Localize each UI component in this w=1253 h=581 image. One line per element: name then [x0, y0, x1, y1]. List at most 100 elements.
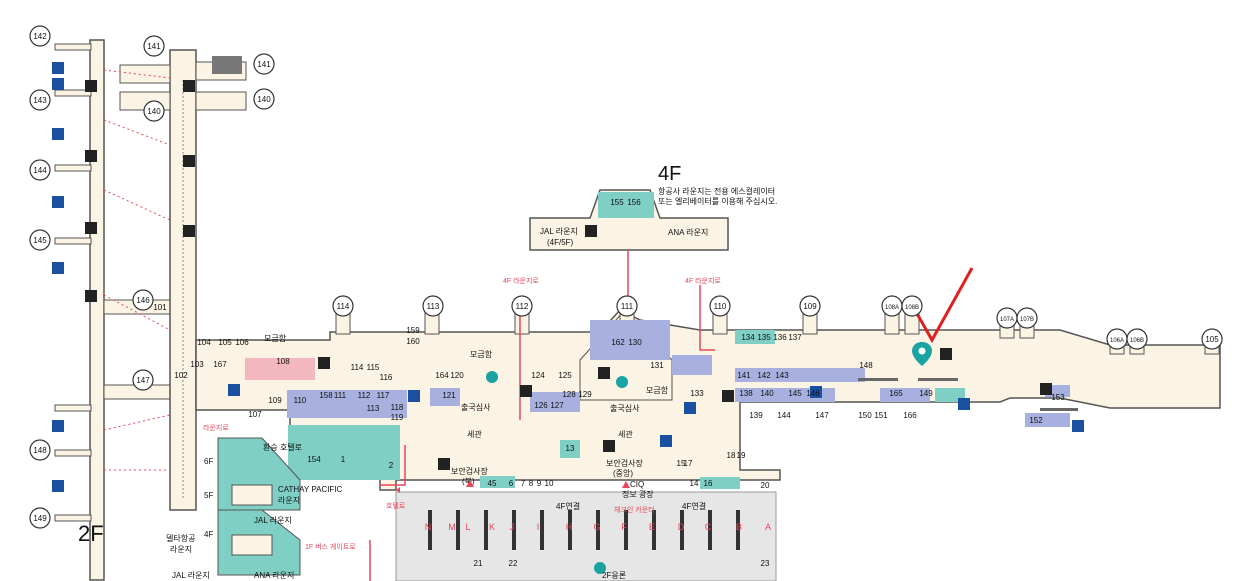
- mailbox-right: 모금함: [646, 386, 669, 395]
- ciq-plaza-1: CIQ: [630, 480, 644, 489]
- shop-number: 158: [319, 391, 333, 400]
- counter-c: C: [705, 522, 712, 532]
- restroom-icon: [228, 384, 240, 396]
- shop-number: 159: [406, 326, 420, 335]
- restroom-icon: [52, 262, 64, 274]
- route-lines: [369, 250, 715, 581]
- departure-check-center: 출국심사: [610, 403, 640, 413]
- shop-number: 160: [406, 337, 420, 346]
- shop-number: 141: [737, 371, 751, 380]
- pier-connectors: [103, 69, 171, 471]
- elevator-icon: [85, 222, 97, 234]
- departure-check-north: 출국심사: [461, 402, 491, 412]
- gate-108b: 108B: [905, 305, 919, 311]
- shop-number: 2: [389, 461, 394, 470]
- counter-h: H: [566, 522, 573, 532]
- shop-number: 120: [450, 371, 464, 380]
- security-north-1: 보안검사장: [451, 466, 488, 476]
- shop-number: 129: [578, 390, 592, 399]
- gate-107a: 107A: [1000, 317, 1014, 323]
- jal-lounge-4f-2: (4F/5F): [547, 238, 574, 247]
- ciq-plaza-2: 정보 광장: [622, 489, 654, 499]
- north-pier: [119, 49, 247, 511]
- floor-4f-side: 4F: [204, 530, 213, 539]
- route-4f-lounge-right: 4F 라운지로: [685, 276, 721, 285]
- elevator-icon: [85, 80, 97, 92]
- elevator-icon: [183, 80, 195, 92]
- elevator-icon: [183, 155, 195, 167]
- shop-number: 131: [650, 361, 664, 370]
- gate-141-right: 141: [257, 60, 271, 69]
- shop-number: 150: [858, 411, 872, 420]
- ana-lounge-bottom: ANA 라운지: [254, 571, 294, 580]
- shop-number: 138: [739, 389, 753, 398]
- counter-n: N: [425, 522, 432, 532]
- shop-number: 10: [545, 479, 554, 488]
- restroom-icon: [52, 420, 64, 432]
- gate-110: 110: [714, 302, 727, 311]
- gate-149: 149: [33, 514, 47, 523]
- gate-142: 142: [33, 32, 47, 41]
- checkin-counters: [428, 510, 740, 550]
- gate-140-right: 140: [257, 95, 271, 104]
- shop-number: 45: [488, 479, 497, 488]
- shop-number: 137: [788, 333, 802, 342]
- info-icon: [486, 371, 498, 383]
- shop-number: 165: [889, 389, 903, 398]
- elevator-icon: [85, 150, 97, 162]
- shop-number: 136: [773, 333, 787, 342]
- mailbox-left: 모금함: [264, 334, 287, 343]
- shop-number: 149: [919, 389, 933, 398]
- gate-labels: 142 143 144 145 146 147 148 149 141 140 …: [33, 32, 1219, 523]
- restroom-icon: [660, 435, 672, 447]
- shop-number: 113: [367, 404, 380, 413]
- shop-number: 152: [1029, 416, 1043, 425]
- elevator-icon: [520, 385, 532, 397]
- gate-114: 114: [337, 302, 350, 311]
- gate-112: 112: [516, 302, 529, 311]
- connect-4f-b: 4F연결: [682, 501, 706, 511]
- floor-4f-title: 4F: [658, 163, 681, 185]
- elevator-icon: [318, 357, 330, 369]
- floor-4f-note-1: 항공사 라운지는 전용 에스컬레이터: [658, 186, 775, 196]
- counter-g: G: [593, 522, 600, 532]
- customs-north: 세관: [467, 429, 482, 439]
- restroom-icon: [684, 402, 696, 414]
- elevator-icon: [85, 290, 97, 302]
- shop-number: 17: [684, 459, 693, 468]
- counter-a: A: [765, 522, 771, 532]
- shop-number: 162: [611, 338, 625, 347]
- floor-2f-title: 2F: [78, 521, 104, 546]
- shop-number: 23: [761, 559, 770, 568]
- counter-f: F: [621, 522, 627, 532]
- info-icons: [486, 371, 628, 574]
- cathay-lounge-2: 라운지: [278, 496, 300, 505]
- counter-b: B: [736, 522, 742, 532]
- shop-number: 154: [307, 455, 321, 464]
- elevator-icon: [438, 458, 450, 470]
- area-labels: 4F 항공사 라운지는 전용 에스컬레이터 또는 엘리베이터를 이용해 주십시오…: [78, 163, 777, 580]
- shop-number: 116: [380, 373, 393, 382]
- shop-number: 7: [521, 479, 526, 488]
- security-center-1: 보안검사장: [606, 458, 643, 468]
- shop-number: 127: [550, 401, 564, 410]
- elevator-icon: [1040, 383, 1052, 395]
- restroom-icon: [52, 128, 64, 140]
- gate-147: 147: [136, 376, 150, 385]
- floor-4f-note-2: 또는 엘리베이터를 이용해 주십시오.: [658, 196, 777, 206]
- shop-number: 142: [757, 371, 771, 380]
- elevator-icon: [722, 390, 734, 402]
- security-center-2: (중앙): [613, 468, 633, 478]
- gate-106b: 106B: [1130, 338, 1144, 344]
- gate-144: 144: [33, 166, 47, 175]
- shop-number: 115: [367, 363, 380, 372]
- counter-l: L: [465, 522, 470, 532]
- checkin-2f: 2F응론: [602, 571, 626, 580]
- gate-113: 113: [427, 302, 440, 311]
- cathay-lounge-1: CATHAY PACIFIC: [278, 485, 343, 494]
- shop-number: 164: [435, 371, 449, 380]
- shop-number: 147: [815, 411, 829, 420]
- restroom-icon: [52, 196, 64, 208]
- shop-number: 130: [628, 338, 642, 347]
